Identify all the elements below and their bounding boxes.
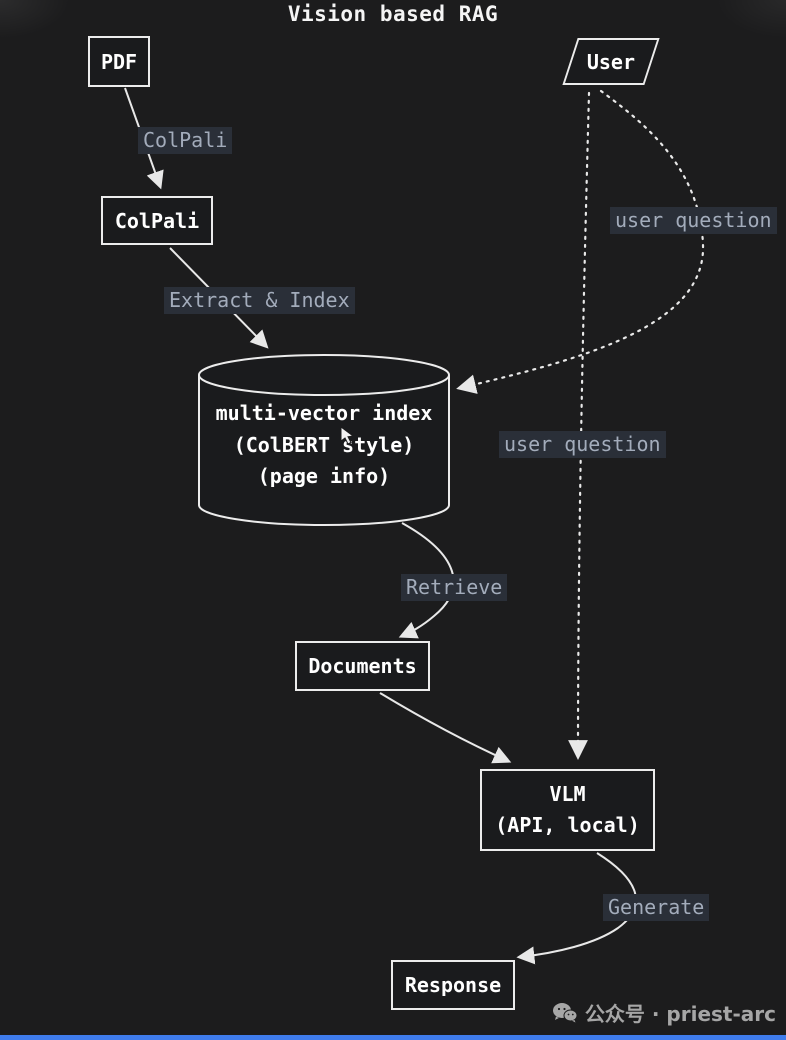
node-colpali-label: ColPali [114, 208, 200, 233]
edge-label-extract-index: Extract & Index [164, 287, 355, 314]
video-progress-bar[interactable] [0, 1035, 786, 1040]
index-line-1: multi-vector index [215, 401, 433, 425]
diagram-title: Vision based RAG [287, 2, 499, 26]
node-response-label: Response [404, 973, 502, 997]
edge-label-user-question-right: user question [610, 207, 777, 234]
vlm-line-1: VLM [549, 782, 586, 806]
node-index-label: multi-vector index (ColBERT style) (page… [200, 398, 448, 493]
index-line-2: (ColBERT style) [233, 432, 415, 457]
mouse-cursor-icon [340, 426, 355, 445]
edge-user-to-index-dotted [456, 89, 705, 394]
index-line-3: (page info) [257, 464, 391, 488]
edge-label-generate: Generate [603, 894, 710, 921]
index-cylinder-body [198, 375, 450, 526]
edge-label-colpali: ColPali [138, 127, 233, 154]
edge-index-to-documents [398, 522, 455, 639]
edge-vlm-to-response [516, 852, 637, 965]
node-user-label: User [586, 49, 636, 74]
vlm-line-2: (API, local) [495, 813, 640, 837]
wechat-icon [552, 1002, 578, 1022]
node-vlm: VLM (API, local) [480, 769, 655, 851]
node-pdf: PDF [88, 36, 150, 87]
node-user: User [562, 38, 660, 85]
edge-label-user-question-mid: user question [499, 431, 666, 458]
node-pdf-label: PDF [100, 49, 138, 74]
node-documents-label: Documents [308, 654, 417, 678]
edge-label-retrieve: Retrieve [401, 574, 508, 601]
watermark-text: 公众号 · priest-arc [584, 1002, 776, 1026]
node-response: Response [391, 960, 515, 1010]
edge-documents-to-vlm [379, 692, 512, 764]
watermark: 公众号 · priest-arc [552, 998, 776, 1027]
index-cylinder-top [198, 354, 450, 396]
node-colpali: ColPali [101, 196, 213, 245]
edge-user-to-vlm-dotted [568, 91, 591, 760]
node-documents: Documents [295, 641, 430, 691]
